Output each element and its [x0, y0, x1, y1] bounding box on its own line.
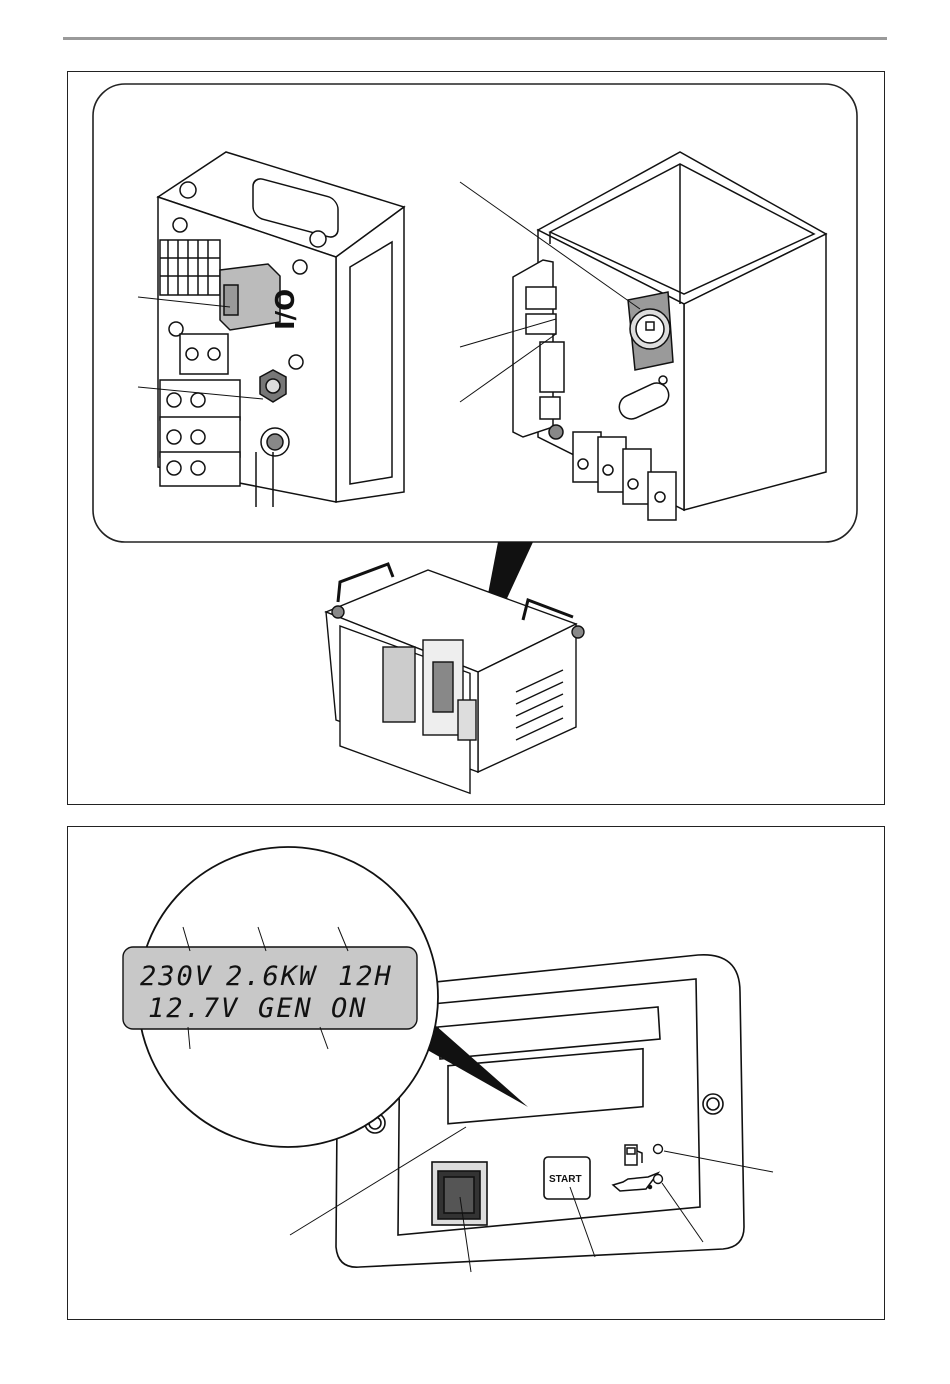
- fuel-warning-led: [654, 1145, 663, 1154]
- start-button[interactable]: START: [544, 1157, 590, 1199]
- display-voltage-ac: 230V: [140, 961, 213, 992]
- start-button-label: START: [549, 1174, 582, 1185]
- switch-symbol-label: I/O: [271, 289, 301, 330]
- figure-2-panel: START 230V 2.6KW 12H 12.7V GEN ON: [67, 826, 885, 1320]
- display-hours: 12H: [338, 961, 393, 992]
- figure-2-drawing: START 230V 2.6KW 12H 12.7V GEN ON: [68, 827, 886, 1321]
- generator-unit: [326, 564, 584, 793]
- display-power: 2.6KW: [226, 961, 318, 992]
- figure-1-drawing: I/O: [68, 72, 886, 806]
- header-rule: [63, 37, 887, 40]
- display-status: GEN ON: [258, 993, 368, 1024]
- main-switch[interactable]: [432, 1162, 487, 1225]
- oil-warning-led: [654, 1175, 663, 1184]
- figure-1-panel: I/O: [67, 71, 885, 805]
- display-voltage-battery: 12.7V: [148, 993, 239, 1024]
